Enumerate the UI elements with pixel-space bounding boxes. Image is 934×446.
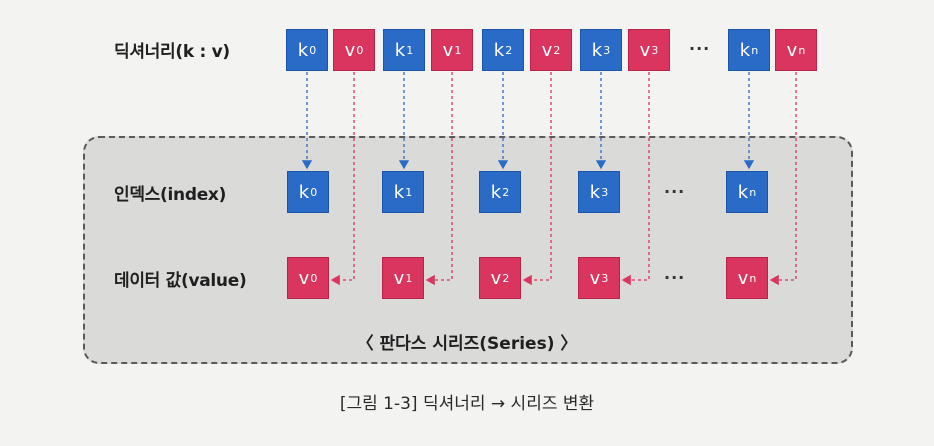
value-arrow [425, 72, 453, 286]
dict-box-subscript: n [798, 43, 806, 57]
index-box-letter: k [393, 181, 405, 203]
dict-box-subscript: 3 [651, 43, 659, 57]
panel-title: 〈 판다스 시리즈(Series) 〉 [356, 334, 578, 354]
dict-ellipsis: ··· [689, 39, 711, 58]
value-box-subscript: 3 [601, 271, 609, 285]
dict-box-subscript: 3 [603, 43, 611, 57]
value-arrow [330, 72, 355, 286]
figure-caption: [그림 1-3] 딕셔너리 → 시리즈 변환 [339, 394, 595, 414]
index-box-letter: k [589, 181, 601, 203]
value-box-letter: v [490, 267, 502, 289]
value-arrow [522, 72, 552, 286]
index-box-letter: k [298, 181, 310, 203]
dict-box-letter: k [394, 39, 406, 61]
dict-box-subscript: 0 [309, 43, 317, 57]
dict-box-subscript: 1 [406, 43, 414, 57]
data-value-label: 데이터 값(value) [114, 271, 247, 291]
dict-box-letter: v [786, 39, 798, 61]
dict-box-letter: k [591, 39, 603, 61]
index-box-letter: k [737, 181, 749, 203]
value-box-letter: v [737, 267, 749, 289]
dict-box-letter: v [639, 39, 651, 61]
dict-box-subscript: 2 [553, 43, 561, 57]
value-box-subscript: n [749, 271, 757, 285]
value-arrow [621, 72, 650, 286]
dict-box-letter: v [442, 39, 454, 61]
index-box-subscript: 1 [405, 185, 413, 199]
series-panel [83, 136, 853, 364]
dict-box-subscript: 1 [454, 43, 462, 57]
value-box-subscript: 2 [502, 271, 510, 285]
index-box-letter: k [490, 181, 502, 203]
dict-box-subscript: 0 [356, 43, 364, 57]
value-box-subscript: 0 [310, 271, 318, 285]
index-label: 인덱스(index) [114, 185, 227, 205]
dict-box-letter: k [297, 39, 309, 61]
dict-label: 딕셔너리(k : v) [114, 42, 230, 62]
index-ellipsis: ··· [664, 182, 686, 201]
dict-box-letter: k [493, 39, 505, 61]
dict-box-subscript: 2 [505, 43, 513, 57]
dict-box-letter: v [344, 39, 356, 61]
index-box-subscript: n [749, 185, 757, 199]
value-box-subscript: 1 [405, 271, 413, 285]
value-ellipsis: ··· [664, 268, 686, 287]
index-box-subscript: 0 [310, 185, 318, 199]
dict-box-subscript: n [751, 43, 759, 57]
index-box-subscript: 3 [601, 185, 609, 199]
value-arrow [769, 72, 797, 286]
value-box-letter: v [393, 267, 405, 289]
index-box-subscript: 2 [502, 185, 510, 199]
dict-box-letter: v [541, 39, 553, 61]
value-box-letter: v [589, 267, 601, 289]
dict-box-letter: k [739, 39, 751, 61]
value-box-letter: v [298, 267, 310, 289]
